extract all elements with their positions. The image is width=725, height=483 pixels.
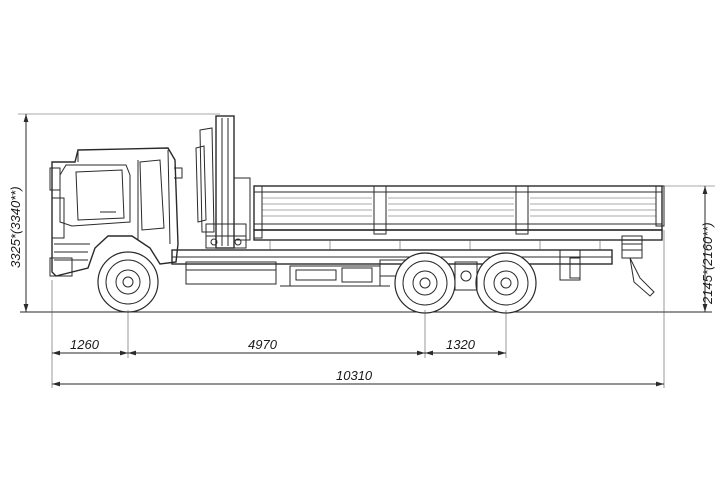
dim-overall-height: 3325*(3340**) — [8, 186, 23, 268]
front-wheel — [97, 251, 159, 313]
dim-wheelbase: 4970 — [248, 337, 278, 352]
rear-wheel-2 — [475, 252, 537, 314]
truck-cab — [49, 147, 183, 277]
bogie-link — [454, 261, 478, 291]
cargo-platform — [253, 185, 665, 297]
dim-bogie: 1320 — [446, 337, 476, 352]
rear-wheel-1 — [394, 252, 456, 314]
dim-overall-length: 10310 — [336, 368, 373, 383]
dim-platform-height: 2145*(2160**) — [700, 222, 715, 305]
dim-front-overhang: 1260 — [70, 337, 100, 352]
chassis-frame — [171, 249, 613, 287]
crane — [195, 115, 251, 249]
